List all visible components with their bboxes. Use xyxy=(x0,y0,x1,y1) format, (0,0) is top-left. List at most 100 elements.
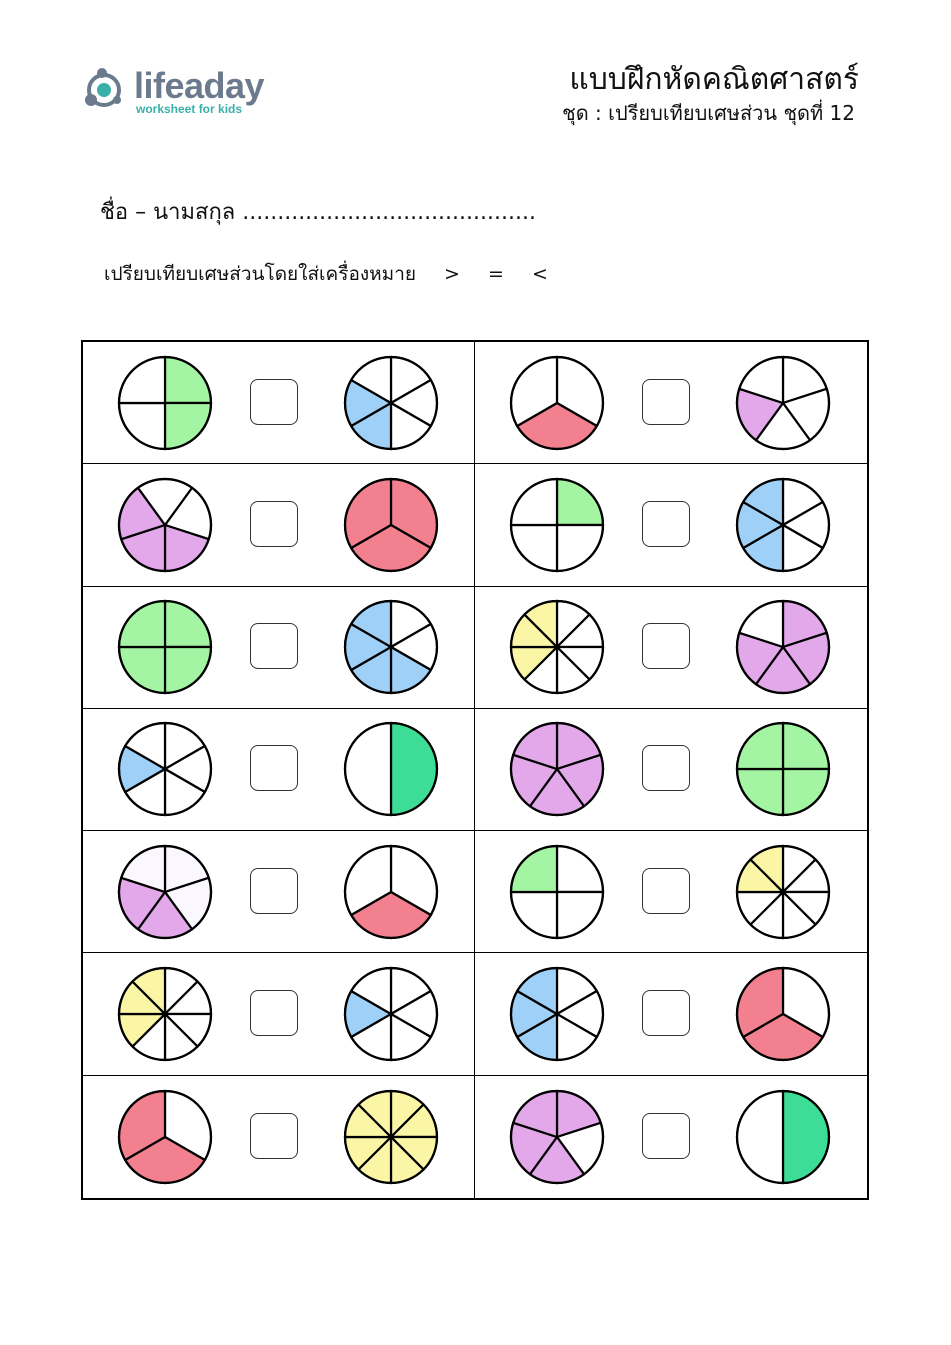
pie-slice-shaded xyxy=(781,1089,831,1184)
pie-outline xyxy=(117,1089,213,1184)
right-fraction-circle xyxy=(343,1089,439,1184)
pie-outline xyxy=(117,722,213,817)
answer-box[interactable] xyxy=(250,1112,298,1159)
pie-outline xyxy=(735,722,831,817)
problem-cell xyxy=(83,953,475,1076)
left-fraction-circle xyxy=(509,966,605,1062)
symbol-equal: = xyxy=(488,263,504,285)
left-fraction-circle xyxy=(509,477,605,573)
right-fraction-circle xyxy=(343,600,439,695)
instruction-text: เปรียบเทียบเศษส่วนโดยใส่เครื่องหมาย xyxy=(104,263,416,285)
pie-outline xyxy=(735,1089,831,1184)
answer-box[interactable] xyxy=(642,867,690,914)
answer-box[interactable] xyxy=(250,623,298,670)
answer-box[interactable] xyxy=(250,745,298,792)
pie-outline xyxy=(735,477,831,573)
pie-outline xyxy=(117,355,213,450)
answer-box[interactable] xyxy=(642,623,690,670)
pie-outline xyxy=(343,722,439,817)
problem-cell xyxy=(475,831,867,954)
answer-box[interactable] xyxy=(642,378,690,425)
pie-outline xyxy=(735,600,831,695)
pie-outline xyxy=(735,844,831,939)
left-fraction-circle xyxy=(117,722,213,817)
problem-grid xyxy=(81,340,869,1200)
name-field-line[interactable]: ชื่อ – นามสกุล .........................… xyxy=(100,200,536,225)
problem-cell xyxy=(475,464,867,587)
right-fraction-circle xyxy=(735,844,831,939)
pie-outline xyxy=(343,355,439,450)
pie-slice xyxy=(343,722,393,817)
pie-outline xyxy=(509,600,605,695)
left-fraction-circle xyxy=(509,600,605,695)
pie-outline xyxy=(509,477,605,573)
problem-cell xyxy=(83,708,475,832)
problem-cell xyxy=(475,587,867,709)
right-fraction-circle xyxy=(735,722,831,817)
left-fraction-circle xyxy=(117,477,213,573)
logo-tagline: worksheet for kids xyxy=(136,102,243,116)
pie-outline xyxy=(509,1089,605,1184)
pie-outline xyxy=(735,966,831,1062)
right-fraction-circle xyxy=(343,477,439,573)
right-fraction-circle xyxy=(343,844,439,939)
right-fraction-circle xyxy=(735,600,831,695)
right-fraction-circle xyxy=(343,966,439,1062)
pie-outline xyxy=(117,966,213,1062)
pie-outline xyxy=(509,966,605,1062)
logo-molecule-icon xyxy=(85,68,121,107)
problem-cell xyxy=(475,342,867,465)
pie-outline xyxy=(117,600,213,695)
problem-cell xyxy=(83,1075,475,1198)
right-fraction-circle xyxy=(343,722,439,817)
answer-box[interactable] xyxy=(250,500,298,547)
pie-slice-shaded xyxy=(389,722,439,817)
pie-outline xyxy=(343,477,439,573)
right-fraction-circle xyxy=(735,355,831,450)
problem-cell xyxy=(83,831,475,954)
problem-cell xyxy=(83,342,475,465)
pie-outline xyxy=(735,355,831,450)
answer-box[interactable] xyxy=(250,867,298,914)
pie-outline xyxy=(343,844,439,939)
right-fraction-circle xyxy=(735,966,831,1062)
answer-box[interactable] xyxy=(250,990,298,1037)
left-fraction-circle xyxy=(117,355,213,450)
problem-cell xyxy=(475,953,867,1076)
answer-box[interactable] xyxy=(642,1112,690,1159)
pie-outline xyxy=(509,722,605,817)
pie-slice xyxy=(735,1089,785,1184)
problem-cell xyxy=(475,709,867,832)
symbol-greater: > xyxy=(444,263,460,285)
answer-box[interactable] xyxy=(642,990,690,1037)
problem-cell xyxy=(83,586,475,709)
page-title: แบบฝึกหัดคณิตศาสตร์ xyxy=(569,62,859,97)
logo-wordmark: lifeaday xyxy=(134,65,265,106)
pie-outline xyxy=(509,355,605,450)
left-fraction-circle xyxy=(509,1089,605,1184)
page-subtitle: ชุด : เปรียบเทียบเศษส่วน ชุดที่ 12 xyxy=(562,101,855,125)
pie-outline xyxy=(343,1089,439,1184)
answer-box[interactable] xyxy=(250,378,298,425)
answer-box[interactable] xyxy=(642,745,690,792)
left-fraction-circle xyxy=(509,722,605,817)
pie-outline xyxy=(343,966,439,1062)
pie-outline xyxy=(509,844,605,939)
right-fraction-circle xyxy=(735,1089,831,1184)
pie-outline xyxy=(117,477,213,573)
pie-outline xyxy=(343,600,439,695)
problem-cell xyxy=(83,464,475,587)
pie-outline xyxy=(117,844,213,939)
answer-box[interactable] xyxy=(642,500,690,547)
logo: lifeaday worksheet for kids xyxy=(82,64,272,120)
left-fraction-circle xyxy=(509,355,605,450)
left-fraction-circle xyxy=(117,844,213,939)
instruction: เปรียบเทียบเศษส่วนโดยใส่เครื่องหมาย > = … xyxy=(104,260,548,288)
right-fraction-circle xyxy=(735,477,831,573)
left-fraction-circle xyxy=(509,844,605,939)
right-fraction-circle xyxy=(343,355,439,450)
left-fraction-circle xyxy=(117,600,213,695)
left-fraction-circle xyxy=(117,966,213,1062)
problem-cell xyxy=(475,1076,867,1198)
left-fraction-circle xyxy=(117,1089,213,1184)
